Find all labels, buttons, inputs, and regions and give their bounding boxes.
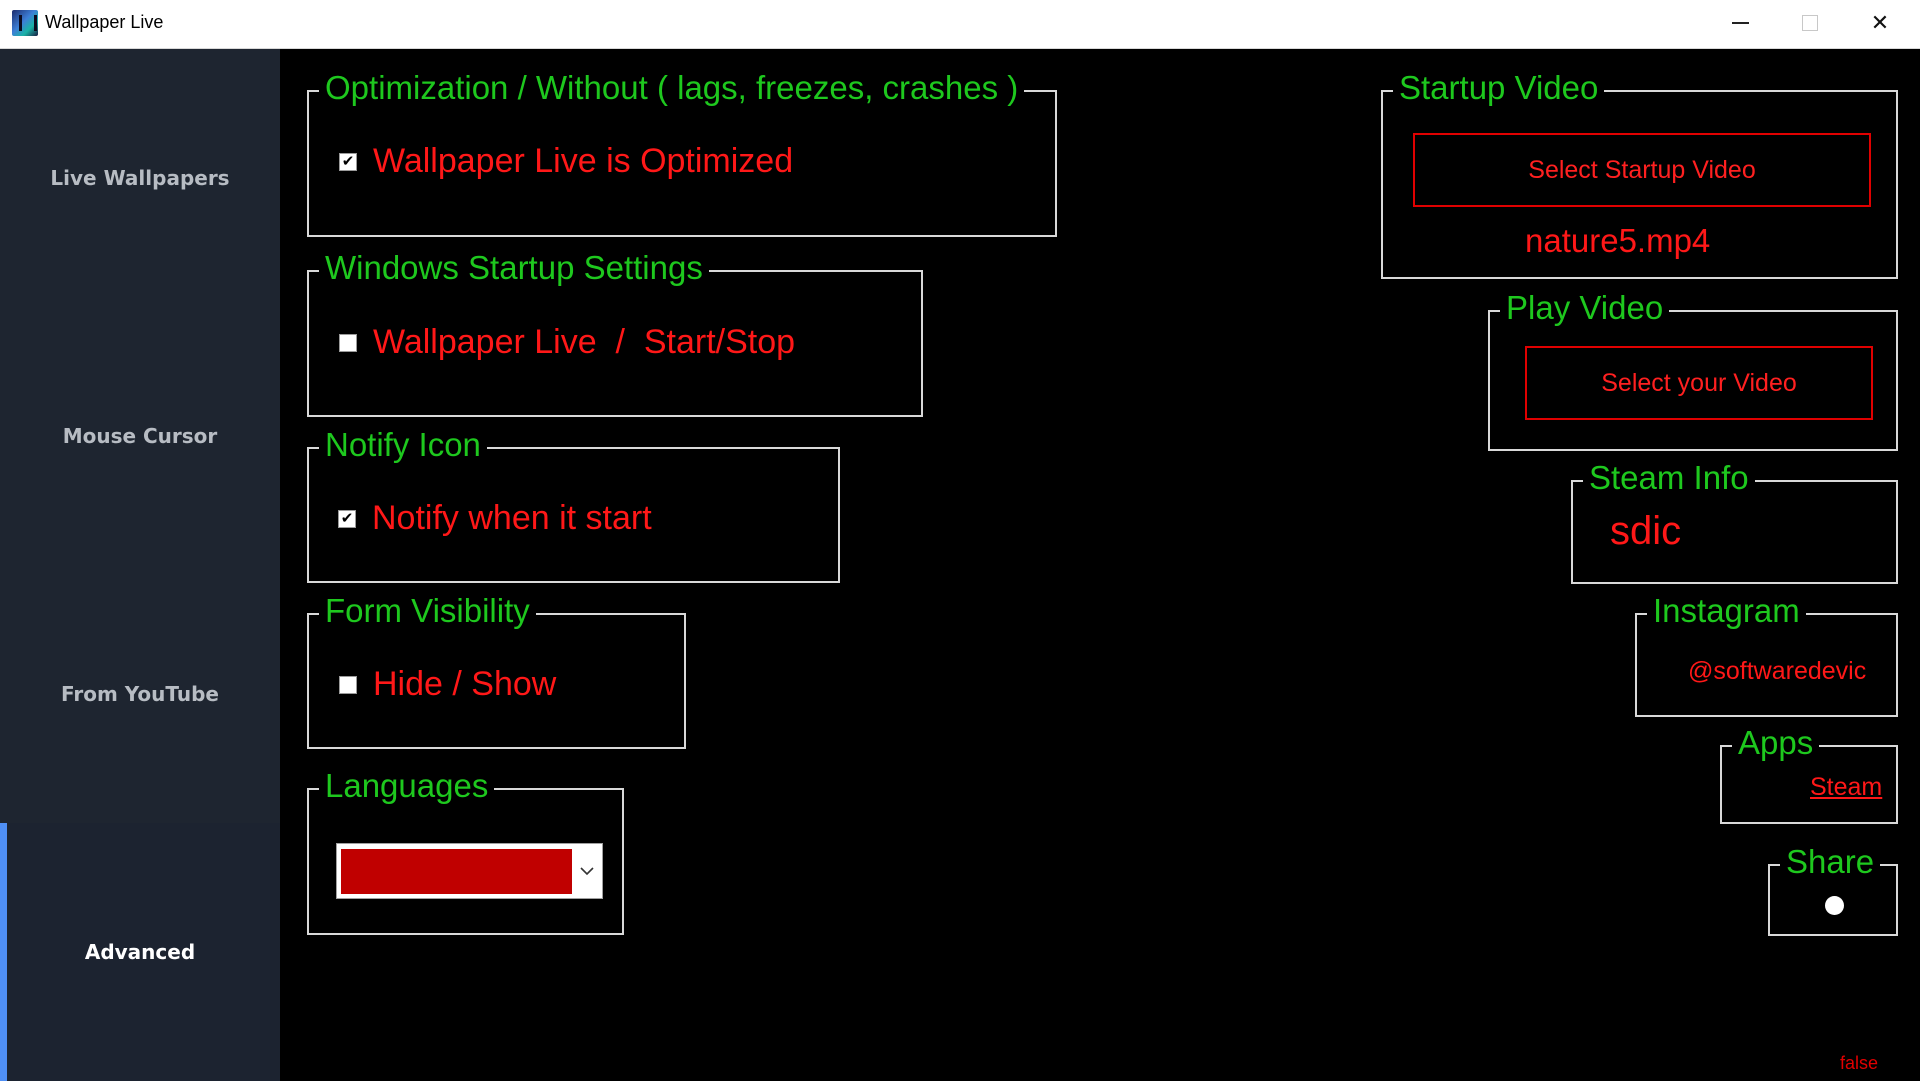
status-text: false (1840, 1053, 1879, 1073)
window-title: Wallpaper Live (45, 12, 164, 32)
close-button[interactable]: ✕ (1845, 0, 1915, 45)
visibility-checkbox[interactable] (339, 675, 357, 694)
visibility-checkbox-row[interactable]: Hide / Show (339, 665, 556, 704)
group-title: Languages (319, 766, 495, 806)
sidebar-item-advanced[interactable]: Advanced (0, 823, 280, 1081)
share-group: Share (1768, 842, 1898, 936)
instagram-handle[interactable]: @softwaredevic (1688, 657, 1867, 685)
maximize-button[interactable] (1775, 0, 1845, 45)
check-icon: ✔ (340, 509, 354, 527)
check-icon: ✔ (341, 152, 355, 170)
chevron-down-icon[interactable] (577, 858, 597, 884)
steam-link[interactable]: Steam (1810, 773, 1883, 801)
apps-group: Apps Steam (1720, 723, 1898, 824)
select-startup-video-button[interactable]: Select Startup Video (1413, 133, 1871, 207)
steam-username: sdic (1610, 509, 1682, 553)
checkbox-label: Hide / Show (373, 665, 557, 703)
group-title: Instagram (1647, 591, 1806, 631)
close-icon: ✕ (1870, 9, 1890, 35)
sidebar-item-label: Mouse Cursor (62, 424, 218, 448)
notify-checkbox[interactable]: ✔ (338, 509, 356, 528)
form-visibility-group: Form Visibility Hide / Show (307, 591, 686, 749)
checkbox-label: Wallpaper Live is Optimized (373, 142, 794, 180)
group-title: Startup Video (1393, 68, 1605, 108)
group-title: Apps (1732, 723, 1820, 763)
sidebar-item-live-wallpapers[interactable]: Live Wallpapers (0, 49, 280, 307)
button-label: Select your Video (1601, 368, 1797, 397)
share-radio[interactable] (1825, 896, 1844, 915)
group-title: Steam Info (1583, 458, 1755, 498)
optimized-checkbox-row[interactable]: ✔ Wallpaper Live is Optimized (339, 142, 793, 181)
button-label: Select Startup Video (1528, 155, 1756, 184)
checkbox-label: Wallpaper Live / Start/Stop (373, 323, 796, 361)
startup-checkbox-row[interactable]: Wallpaper Live / Start/Stop (339, 323, 795, 362)
startup-video-filename: nature5.mp4 (1525, 222, 1711, 259)
language-select[interactable] (336, 843, 603, 899)
minimize-button[interactable] (1705, 0, 1775, 45)
steam-info-group: Steam Info sdic (1571, 458, 1898, 584)
group-title: Optimization / Without ( lags, freezes, … (319, 68, 1025, 108)
group-title: Play Video (1500, 288, 1670, 328)
startup-settings-group: Windows Startup Settings Wallpaper Live … (307, 248, 923, 417)
optimized-checkbox[interactable]: ✔ (339, 152, 357, 171)
group-title: Form Visibility (319, 591, 536, 631)
group-title: Notify Icon (319, 425, 487, 465)
language-selected-value (341, 849, 572, 894)
sidebar-item-from-youtube[interactable]: From YouTube (0, 565, 280, 823)
notify-checkbox-row[interactable]: ✔ Notify when it start (338, 499, 652, 538)
sidebar-item-label: From YouTube (61, 682, 219, 706)
app-icon (12, 10, 38, 36)
group-title: Share (1780, 842, 1881, 882)
startup-checkbox[interactable] (339, 333, 357, 352)
sidebar-item-mouse-cursor[interactable]: Mouse Cursor (0, 307, 280, 565)
optimization-group: Optimization / Without ( lags, freezes, … (307, 68, 1057, 237)
checkbox-label: Notify when it start (372, 499, 652, 537)
sidebar: Live Wallpapers Mouse Cursor From YouTub… (0, 49, 280, 1081)
group-title: Windows Startup Settings (319, 248, 709, 288)
languages-group: Languages (307, 766, 624, 935)
instagram-group: Instagram @softwaredevic (1635, 591, 1898, 717)
sidebar-item-label: Live Wallpapers (50, 166, 230, 190)
select-video-button[interactable]: Select your Video (1525, 346, 1873, 420)
play-video-group: Play Video Select your Video (1488, 288, 1898, 451)
notify-icon-group: Notify Icon ✔ Notify when it start (307, 425, 840, 583)
active-indicator (0, 823, 7, 1081)
minimize-icon (1731, 21, 1749, 24)
startup-video-group: Startup Video Select Startup Video natur… (1381, 68, 1898, 279)
title-bar: Wallpaper Live ✕ (0, 0, 1920, 49)
sidebar-item-label: Advanced (84, 940, 196, 964)
maximize-icon (1802, 14, 1818, 31)
